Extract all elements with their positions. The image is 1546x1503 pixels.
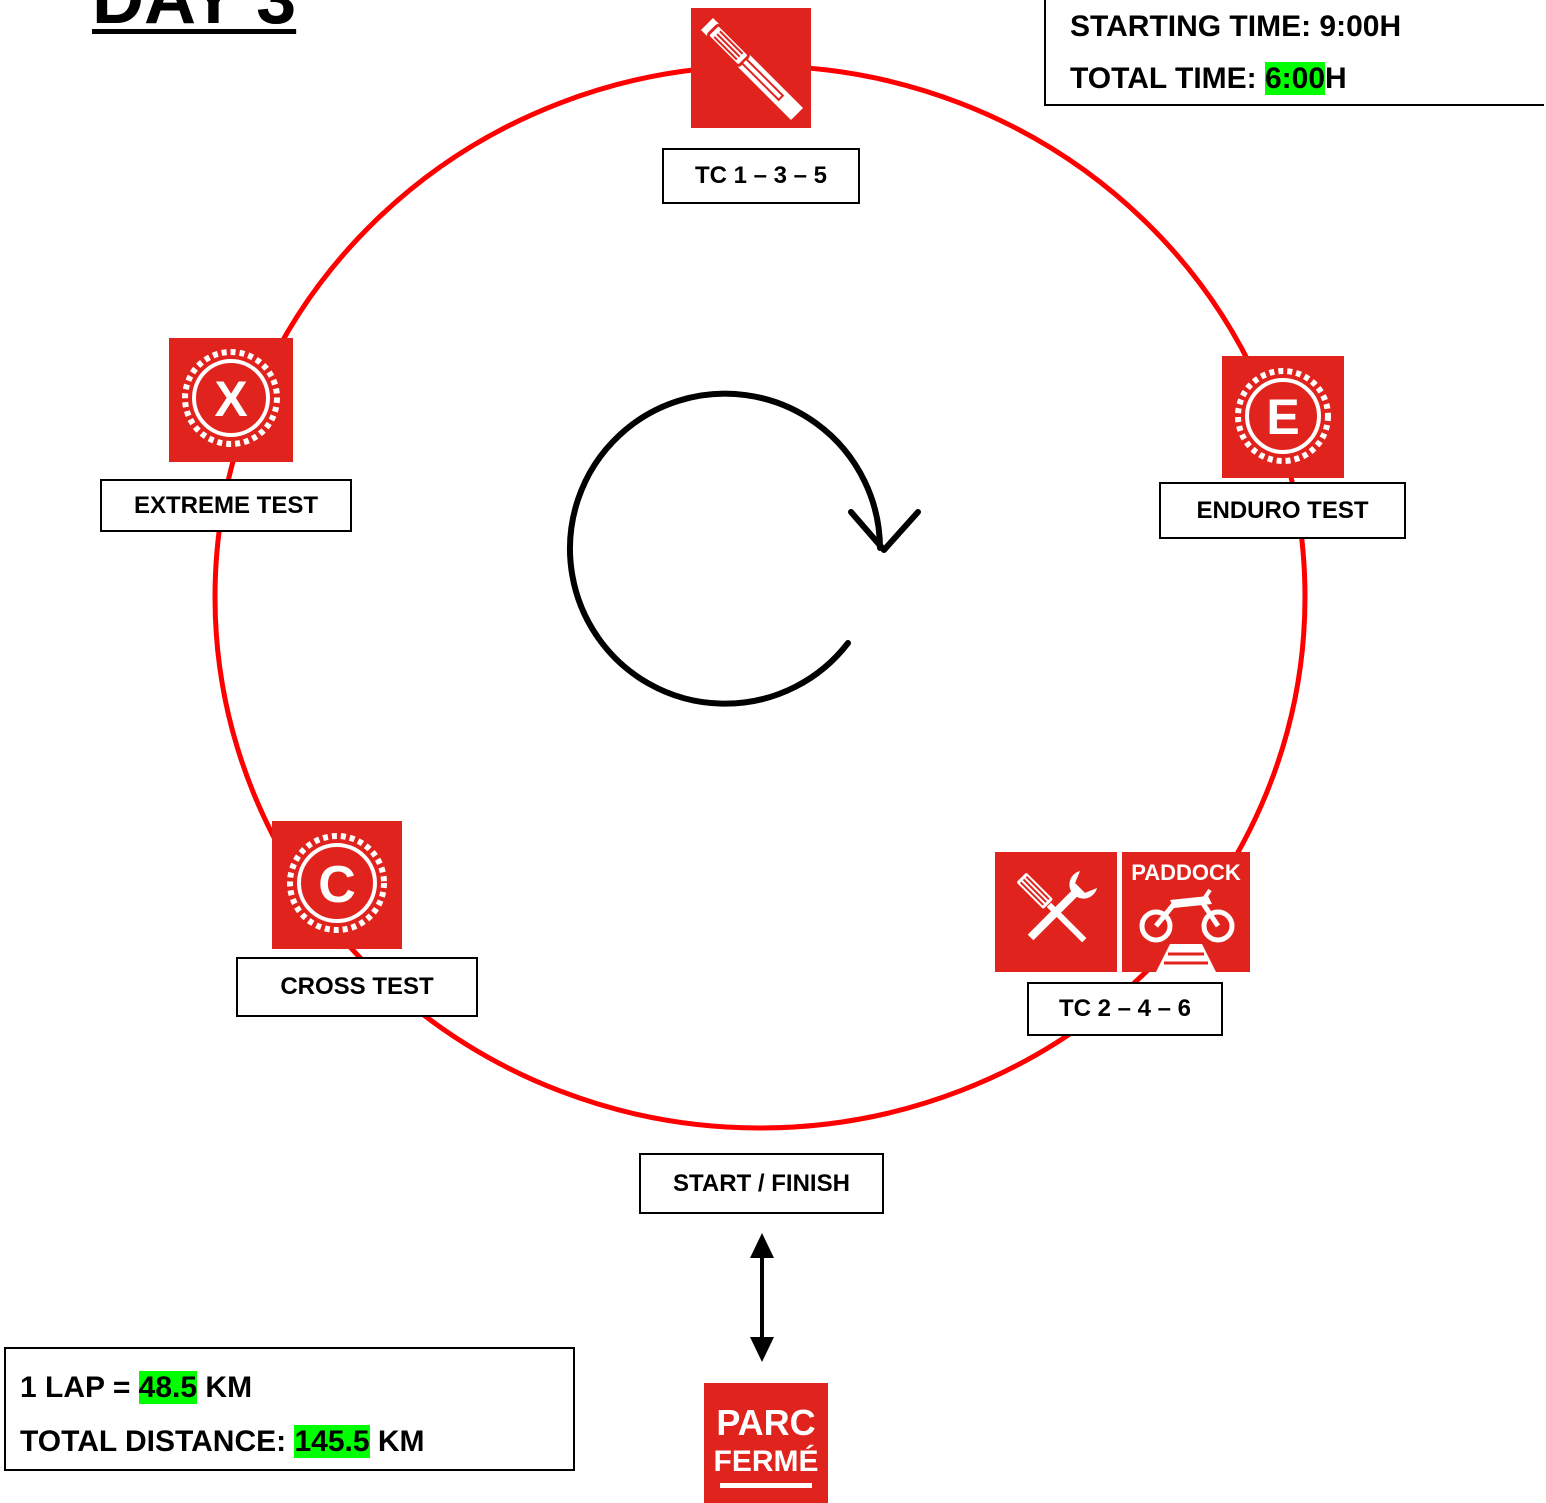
paddock-motorcycle-icon: PADDOCK [1122,852,1250,972]
total-distance-value: 145.5 [294,1425,370,1458]
total-distance-prefix: TOTAL DISTANCE: [20,1425,295,1458]
cross-test-letter: C [318,856,356,914]
service-tools-icon [995,852,1117,972]
timing-box: STARTING TIME: 9:00H TOTAL TIME: 6:00H [1044,0,1544,106]
enduro-test-icon: E [1222,356,1344,478]
start-finish-label: START / FINISH [639,1153,884,1214]
extreme-test-letter: X [214,371,247,427]
lap-prefix: 1 LAP = [20,1371,139,1404]
parc-ferme-line2: FERMÉ [714,1444,819,1478]
parc-ferme-line1: PARC [716,1402,815,1443]
lap-unit: KM [197,1371,253,1404]
total-time-value: 6:00 [1265,62,1326,95]
enduro-test-letter: E [1266,389,1299,445]
cross-test-icon: C [272,821,402,949]
distance-box: 1 LAP = 48.5 KM TOTAL DISTANCE: 145.5 KM [4,1347,575,1471]
cross-test-label: CROSS TEST [236,957,478,1017]
extreme-test-label: EXTREME TEST [100,479,352,532]
enduro-test-label: ENDURO TEST [1159,482,1406,539]
total-time-label: TOTAL TIME: [1070,62,1265,95]
tc-bottom-label: TC 2 – 4 – 6 [1027,982,1223,1036]
lap-distance: 1 LAP = 48.5 KM [20,1371,252,1405]
starting-time: STARTING TIME: 9:00H [1070,10,1402,43]
total-time-suffix: H [1325,62,1347,95]
tools-crossed-icon [691,8,811,128]
lap-value: 48.5 [138,1371,198,1404]
double-arrow-icon [750,1233,774,1362]
total-time: TOTAL TIME: 6:00H [1070,62,1347,96]
page-title: DAY 3 [92,0,296,40]
extreme-test-icon: X [169,338,293,462]
total-distance-unit: KM [369,1425,425,1458]
clockwise-arrow-icon [567,390,921,707]
paddock-text: PADDOCK [1131,860,1241,885]
tc-top-label: TC 1 – 3 – 5 [662,148,860,204]
total-distance: TOTAL DISTANCE: 145.5 KM [20,1425,425,1459]
parc-ferme-icon: PARC FERMÉ [704,1383,828,1503]
